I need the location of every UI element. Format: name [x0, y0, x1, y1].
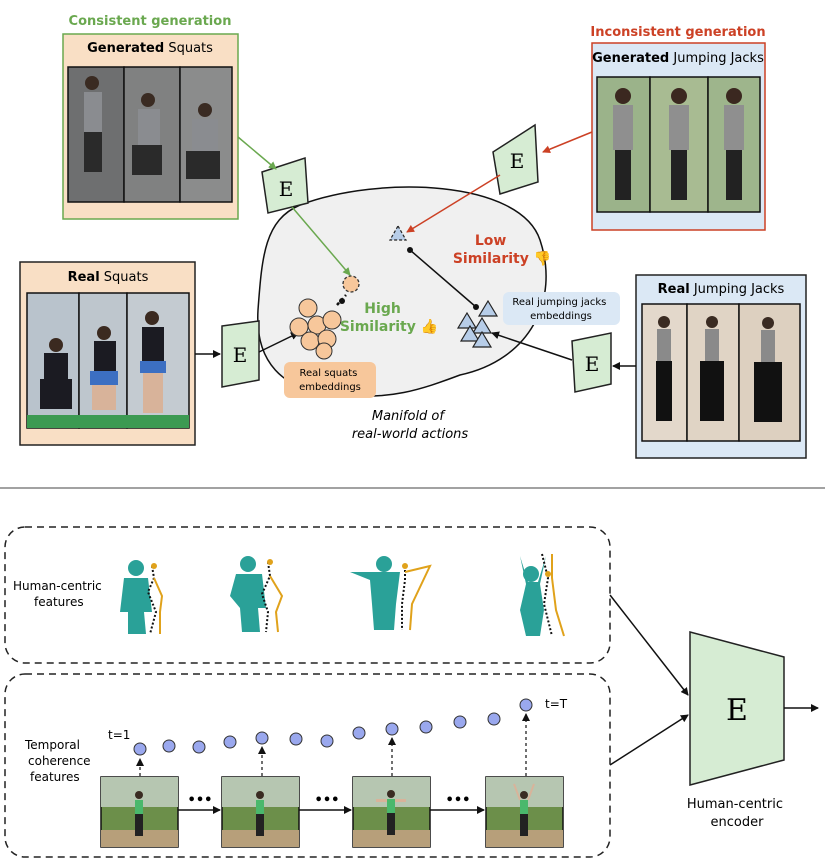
manifold-label-line2: real-world actions — [352, 427, 469, 442]
generated-squats-title-rest: Squats — [164, 41, 213, 56]
human-centric-encoder: E — [689, 631, 785, 786]
real-squats-embeddings-label: Real squats embeddings — [284, 362, 376, 398]
svg-text:High Similarity 👍: High Similarity 👍 — [340, 301, 438, 335]
ellipsis-3: ••• — [446, 793, 471, 808]
generated-squats-title-bold: Generated — [87, 41, 164, 56]
real-jacks-title-bold: Real — [658, 282, 690, 297]
real-squats-title-bold: Real — [68, 270, 100, 285]
low-similarity-line2: Similarity 👎 — [453, 250, 551, 267]
manifold-label-line1: Manifold of — [372, 409, 447, 424]
temporal-features-line2: coherence — [28, 754, 91, 768]
temporal-features-box — [4, 673, 611, 858]
consistent-generation-title: Consistent generation — [69, 14, 232, 29]
real-squats-embeddings-line2: embeddings — [299, 382, 361, 393]
svg-text:Real Jumping Jacks: Real Jumping Jacks — [658, 282, 785, 297]
arrow-encoder-to-squat-cluster — [258, 332, 299, 353]
temporal-features-line1: Temporal — [24, 738, 80, 752]
real-squats-embeddings-line1: Real squats — [299, 368, 357, 379]
generated-squat-embedding — [336, 275, 360, 306]
real-squats-title-rest: Squats — [100, 270, 149, 285]
svg-text:Real Squats: Real Squats — [68, 270, 149, 285]
real-jacks-panel: Real Jumping Jacks — [635, 274, 807, 459]
real-jacks-embeddings-line1: Real jumping jacks — [512, 297, 606, 308]
high-similarity-line2: Similarity 👍 — [340, 318, 438, 335]
jacks-embedding-cluster — [456, 299, 499, 348]
ellipsis-2: ••• — [315, 793, 340, 808]
generated-jacks-embedding — [388, 224, 479, 310]
encoder-real-squats: E — [221, 320, 260, 388]
svg-text:Real squats embeddings: Real squats embeddings — [299, 368, 361, 393]
high-similarity-line1: High — [364, 301, 401, 317]
pose-figure-1 — [120, 560, 164, 635]
real-jacks-embeddings-line2: embeddings — [530, 311, 592, 322]
generated-jacks-title-rest: Jumping Jacks — [669, 51, 764, 66]
human-centric-features-line1: Human-centric — [13, 579, 102, 593]
low-similarity-line1: Low — [475, 233, 507, 249]
human-centric-features-box — [4, 526, 611, 664]
svg-text:Human-centric encoder: Human-centric encoder — [687, 797, 787, 830]
ellipsis-1: ••• — [188, 793, 213, 808]
svg-text:Real jumping jacks embed: Real jumping jacks embeddings — [512, 297, 609, 322]
real-squats-frames — [26, 292, 190, 429]
arrow-encoder-to-embedding-green — [291, 206, 351, 276]
encoder-letter: E — [233, 343, 248, 367]
arrow-gen-squats-to-encoder — [237, 136, 277, 170]
arrow-gen-jacks-to-encoder — [542, 131, 593, 154]
generated-jacks-title-bold: Generated — [592, 51, 669, 66]
arrow-temporal-features-to-encoder — [609, 714, 689, 766]
svg-text:Low Similarity 👎: Low Similarity 👎 — [453, 233, 551, 267]
encoder-letter: E — [726, 693, 748, 728]
inconsistent-generation-title: Inconsistent generation — [590, 25, 765, 40]
arrow-encoder-to-jacks-cluster — [491, 331, 573, 361]
t-start-label: t=1 — [108, 728, 130, 742]
real-jacks-title-rest: Jumping Jacks — [690, 282, 785, 297]
svg-text:Generated Squats: Generated Squats — [87, 41, 213, 56]
t-end-label: t=T — [545, 697, 568, 711]
encoder-letter: E — [279, 177, 294, 201]
encoder-label-line2: encoder — [711, 815, 765, 830]
encoder-generated-squats: E — [261, 156, 309, 214]
encoder-letter: E — [585, 352, 600, 376]
video-frame-4 — [485, 776, 564, 848]
svg-text:Manifold of real-world act: Manifold of real-world actions — [352, 409, 469, 442]
generated-jacks-frames — [596, 76, 761, 213]
arrow-human-features-to-encoder — [609, 594, 689, 696]
pose-figure-3 — [350, 556, 432, 631]
real-squats-panel: Real Squats — [19, 261, 196, 446]
squat-embedding-cluster — [289, 298, 342, 360]
svg-text:Temporal coherence fea: Temporal coherence features — [24, 738, 94, 784]
pose-figure-2 — [230, 556, 284, 633]
generated-squats-frames — [67, 66, 233, 203]
real-jacks-embeddings-label: Real jumping jacks embeddings — [503, 292, 620, 325]
temporal-points — [133, 698, 533, 756]
svg-text:Human-centric features: Human-centric features — [13, 579, 106, 609]
generated-jacks-panel: Generated Jumping Jacks — [591, 42, 766, 231]
arrow-encoder-to-embedding-red — [406, 174, 501, 233]
encoder-letter: E — [510, 149, 525, 173]
human-centric-features-line2: features — [34, 595, 84, 609]
pose-figure-4 — [520, 553, 565, 637]
svg-text:Generated Jumping Jacks: Generated Jumping Jacks — [592, 51, 764, 66]
encoder-generated-jacks: E — [492, 123, 539, 195]
video-frame-2 — [221, 776, 300, 848]
generated-squats-panel: Generated Squats — [62, 33, 239, 220]
real-jacks-frames — [641, 303, 801, 442]
temporal-features-line3: features — [30, 770, 80, 784]
encoder-real-jacks: E — [571, 332, 612, 393]
video-frame-1 — [100, 776, 179, 848]
encoder-label-line1: Human-centric — [687, 797, 783, 812]
video-frame-3 — [352, 776, 431, 848]
